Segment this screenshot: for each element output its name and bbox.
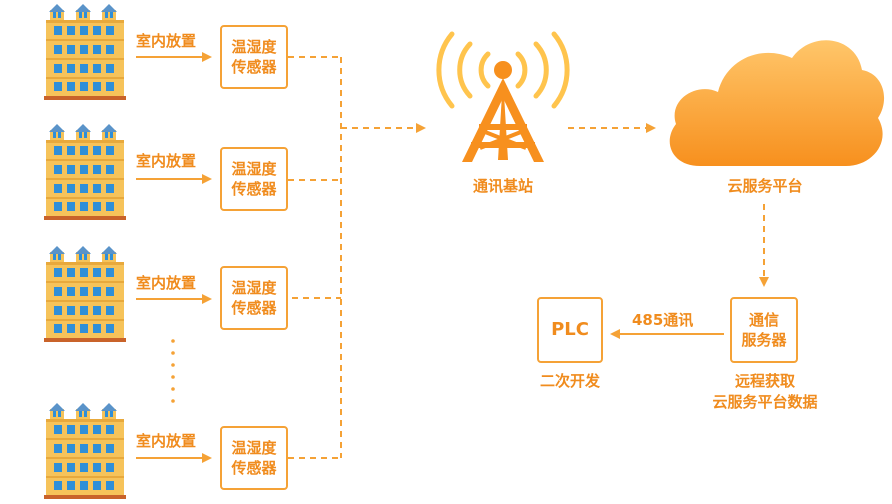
sensor-box: 温湿度 传感器 [220, 147, 288, 211]
sensor-label-line1: 温湿度 [231, 38, 277, 56]
continuation-dots [171, 339, 175, 403]
cell-tower-icon [436, 31, 570, 162]
sensor-box: 温湿度 传感器 [220, 266, 288, 330]
plc-label: PLC [551, 319, 589, 340]
building-icon [44, 124, 126, 220]
sensor-label-line1: 温湿度 [231, 439, 277, 457]
sensor-label-line2: 传感器 [231, 459, 277, 477]
comm-server-caption-line2: 云服务平台数据 [712, 393, 818, 411]
sensor-label-line1: 温湿度 [231, 279, 277, 297]
comm-server-label-line1: 通信 [748, 311, 779, 329]
sensor-label-line1: 温湿度 [231, 160, 277, 178]
rs485-label: 485通讯 [632, 311, 694, 329]
comm-server-box: 通信 服务器 [730, 297, 798, 363]
sensor-box: 温湿度 传感器 [220, 25, 288, 89]
sensor-link-lines [288, 56, 769, 459]
placement-label: 室内放置 [136, 274, 197, 292]
building-icon [44, 4, 126, 100]
plc-caption: 二次开发 [539, 372, 600, 390]
sensor-label-line2: 传感器 [231, 299, 277, 317]
comm-server-caption-line1: 远程获取 [734, 372, 795, 390]
placement-label: 室内放置 [136, 432, 197, 450]
sensor-label-line2: 传感器 [231, 58, 277, 76]
cloud-platform-label: 云服务平台 [727, 177, 803, 195]
sensor-label-line2: 传感器 [231, 180, 277, 198]
placement-label: 室内放置 [136, 152, 197, 170]
building-icon [44, 246, 126, 342]
cloud-icon [669, 40, 885, 166]
comm-server-label-line2: 服务器 [741, 331, 787, 349]
sensor-box: 温湿度 传感器 [220, 426, 288, 490]
building-icon [44, 403, 126, 499]
placement-label: 室内放置 [136, 32, 197, 50]
base-station-label: 通讯基站 [472, 177, 533, 195]
plc-box: PLC [537, 297, 603, 363]
